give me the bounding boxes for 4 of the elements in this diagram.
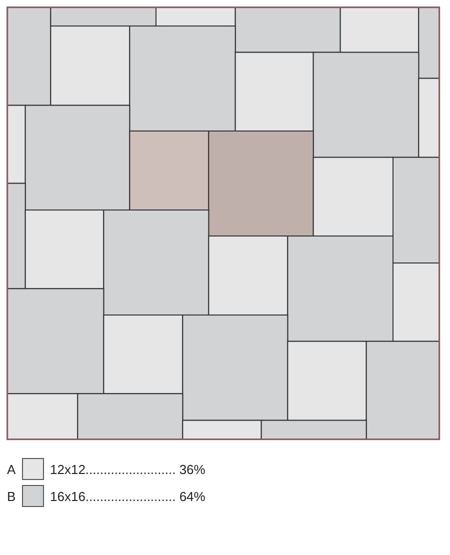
legend-text: 12x12......................... 36%	[50, 462, 206, 478]
legend-letter: A	[7, 462, 16, 478]
legend-text: 16x16......................... 64%	[50, 489, 206, 505]
legend-letter: B	[7, 489, 16, 505]
